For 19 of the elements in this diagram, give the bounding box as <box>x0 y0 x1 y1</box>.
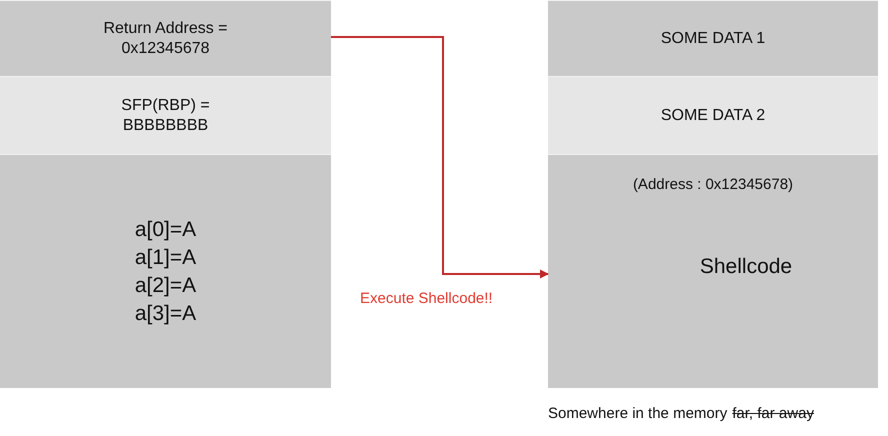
memory-region <box>548 154 878 388</box>
array-entry: a[3]=A <box>134 300 196 326</box>
memory-cell <box>548 0 878 76</box>
address-text: (Address : 0x12345678) <box>632 175 794 195</box>
array-entry: a[1]=A <box>134 244 196 270</box>
cell-text: SFP(RBP) = BBBBBBBB <box>120 96 211 136</box>
memory-cell <box>0 76 331 154</box>
cell-text: SOME DATA 1 <box>660 28 766 48</box>
array-entry: a[2]=A <box>134 272 196 298</box>
caption-text: Somewhere in the memory <box>548 404 728 424</box>
memory-cell <box>548 76 878 154</box>
cell-text: Return Address = 0x12345678 <box>102 18 229 58</box>
cell-text: SOME DATA 2 <box>660 106 766 126</box>
shellcode-text: Shellcode <box>700 254 792 280</box>
memory-cell <box>0 0 331 76</box>
array-entry: a[0]=A <box>134 216 196 242</box>
arrow <box>331 36 549 278</box>
struck-text: far, far away <box>732 404 814 424</box>
buffer-cell <box>0 154 331 388</box>
